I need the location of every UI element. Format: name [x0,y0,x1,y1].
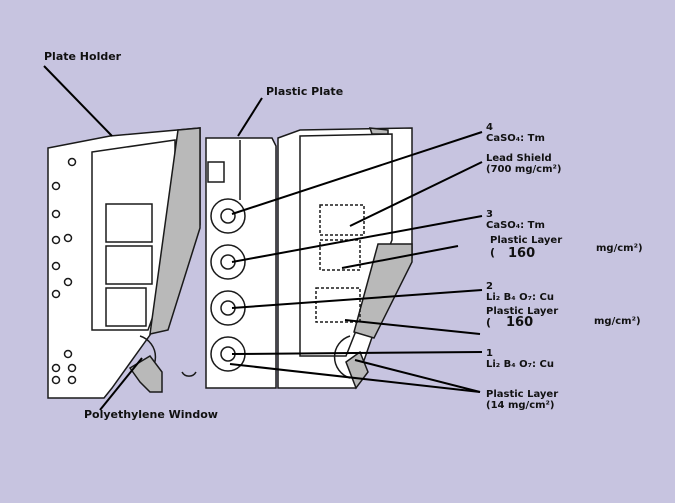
leader-item-1 [231,351,483,355]
plate-holder-side-holes [51,157,77,385]
leader-plastic-layer-c-2 [354,359,481,393]
plastic-plate [181,137,277,389]
plate-holder-outline [47,127,201,399]
polyethylene-window-shape [128,355,163,393]
badge-cover-notch-cap [333,335,351,379]
plastic-plate-notch [181,371,197,377]
label-lead-shield-title: Lead Shield [486,153,552,164]
leader-item-2 [231,289,483,309]
label-item1-number: 1 [486,348,493,359]
filter-area-middle [319,239,361,271]
leader-plastic-layer-c-1 [229,363,481,393]
side-hole [51,375,61,385]
label-plastic-plate: Plastic Plate [266,85,343,98]
label-plastic-layer-c-value: (14 mg/cm²) [486,400,555,411]
lead-shield-shaded [368,127,389,135]
plate-holder-window-2 [105,245,153,285]
label-plastic-layer-a-value: 160 [508,246,535,261]
side-hole [63,277,73,287]
label-plastic-layer-b-open: ( [486,316,491,329]
side-hole [51,181,61,191]
plate-holder-shaded-strip [149,127,201,335]
label-plastic-layer-a-title: Plastic Layer [490,235,562,246]
label-plastic-layer-b-unit: mg/cm²) [594,316,641,327]
side-hole [67,375,77,385]
label-item3-number: 3 [486,209,493,220]
label-lead-shield-value: (700 mg/cm²) [486,164,561,175]
label-polyethylene-window: Polyethylene Window [84,408,218,421]
leader-lead-shield [349,161,483,227]
leader-plate-holder [43,65,113,137]
plastic-layer-shaded [353,243,413,339]
side-hole [67,157,77,167]
label-item3-material: CaSO₄: Tm [486,220,545,231]
leader-lines [43,65,483,411]
side-hole [51,289,61,299]
side-hole [51,363,61,373]
filter-area-upper [319,204,365,236]
plate-holder-window-3 [105,287,147,327]
side-hole [63,233,73,243]
label-plastic-layer-b-title: Plastic Layer [486,306,558,317]
plate-holder [47,127,201,399]
label-item2-number: 2 [486,281,493,292]
side-hole [63,349,73,359]
label-item4-number: 4 [486,122,493,133]
side-hole [51,235,61,245]
filter-area-lower [315,287,361,323]
label-item1-material: Li₂ B₄ O₇: Cu [486,359,554,370]
plate-holder-window-1 [105,203,153,243]
label-plastic-layer-a-open: ( [490,246,495,259]
labels: Plate Holder Plastic Plate 4 CaSO₄: Tm L… [44,50,643,421]
side-hole [67,363,77,373]
label-item2-material: Li₂ B₄ O₇: Cu [486,292,554,303]
leader-plastic-layer-b [344,319,481,335]
label-plastic-layer-c-title: Plastic Layer [486,389,558,400]
label-plate-holder: Plate Holder [44,50,122,63]
dosimeter-elements [210,198,246,372]
dosimeter-element-4-core [220,208,236,224]
leader-plastic-plate [237,97,263,137]
label-plastic-layer-a-unit: mg/cm²) [596,243,643,254]
label-plastic-layer-b-value: 160 [506,315,533,330]
side-hole [51,209,61,219]
side-hole [51,261,61,271]
leader-plastic-layer-a [341,245,459,269]
label-item4-material: CaSO₄: Tm [486,133,545,144]
leader-item-3 [231,215,483,263]
badge-cover [277,127,413,390]
leader-item-4 [231,131,483,215]
leader-polyethylene-window [99,357,143,411]
plastic-plate-tab [207,161,225,183]
